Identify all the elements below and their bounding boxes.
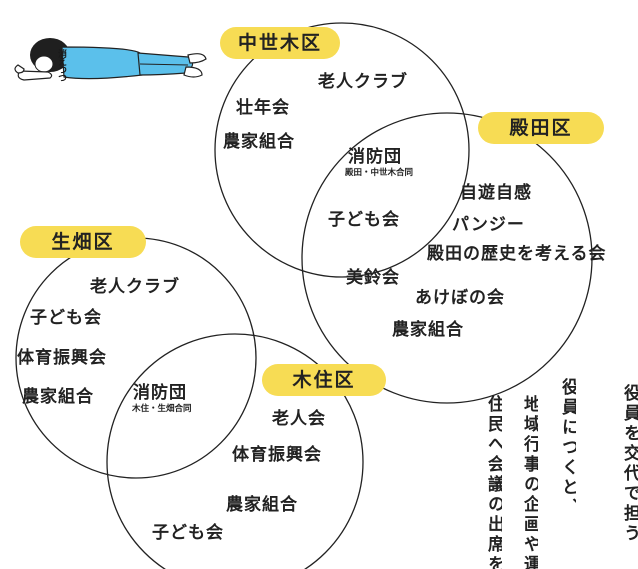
namahata-item-kodomo-kai: 子ども会 bbox=[30, 308, 102, 328]
chuseki-item-roujin-club: 老人クラブ bbox=[318, 72, 408, 92]
sleeping-person-illustration bbox=[14, 38, 207, 81]
circle-chuseki bbox=[214, 22, 470, 278]
hand bbox=[14, 64, 25, 74]
vertical-text-line-4: 役員を交代で担う bbox=[622, 384, 638, 544]
circle-tonoda bbox=[301, 112, 593, 404]
vertical-text-line-2: 地域行事の企画や運 bbox=[520, 395, 538, 569]
circle-kisumi bbox=[106, 333, 364, 569]
sleeper-caption: 消えつつ bbox=[56, 49, 66, 81]
namahata-item-roujin-club: 老人クラブ bbox=[90, 277, 180, 297]
shared-bottom-item-shouboudan: 消防団 bbox=[133, 383, 187, 403]
kisumi-item-taiiku-shinkoukai: 体育振興会 bbox=[232, 445, 322, 465]
kisumi-item-kodomo-kai: 子ども会 bbox=[152, 523, 224, 543]
badge-chuseki: 中世木区 bbox=[220, 27, 340, 59]
shared-top-note: 殿田・中世木合同 bbox=[345, 168, 414, 178]
arm bbox=[17, 70, 53, 81]
badge-namahata: 生畑区 bbox=[20, 226, 146, 258]
tonoda-item-misuzu-kai: 美鈴会 bbox=[346, 268, 400, 288]
tonoda-item-pansy: パンジー bbox=[452, 215, 525, 235]
badge-tonoda: 殿田区 bbox=[478, 112, 604, 144]
vertical-text-line-3: 役員につくと、 bbox=[558, 378, 576, 518]
namahata-item-taiiku-shinkoukai: 体育振興会 bbox=[17, 348, 107, 368]
shared-bottom-note: 木住・生畑合同 bbox=[132, 404, 192, 414]
tonoda-item-nouka-kumiai: 農家組合 bbox=[392, 320, 464, 340]
tonoda-item-jiyuu-jikan: 自遊自感 bbox=[460, 183, 532, 203]
shared-top-item-shouboudan: 消防団 bbox=[348, 147, 402, 167]
tonoda-item-rekishi-kai: 殿田の歴史を考える会 bbox=[427, 244, 607, 264]
badge-kisumi: 木住区 bbox=[262, 364, 386, 396]
foot-bottom bbox=[183, 66, 203, 78]
vertical-text-line-1: 住民へ会議の出席を bbox=[484, 395, 502, 569]
face bbox=[34, 55, 54, 73]
leg-split bbox=[139, 63, 189, 66]
kisumi-item-roujin-kai: 老人会 bbox=[272, 409, 326, 429]
foot-top bbox=[187, 53, 207, 64]
shared-top-item-kodomo-kai: 子ども会 bbox=[328, 210, 400, 230]
shirt bbox=[61, 46, 143, 80]
tonoda-item-akebono-kai: あけぼの会 bbox=[415, 288, 505, 308]
chuseki-item-sounen-kai: 壮年会 bbox=[236, 98, 290, 118]
chuseki-item-nouka-kumiai: 農家組合 bbox=[223, 132, 295, 152]
kisumi-item-nouka-kumiai: 農家組合 bbox=[226, 495, 298, 515]
namahata-item-nouka-kumiai: 農家組合 bbox=[22, 387, 94, 407]
